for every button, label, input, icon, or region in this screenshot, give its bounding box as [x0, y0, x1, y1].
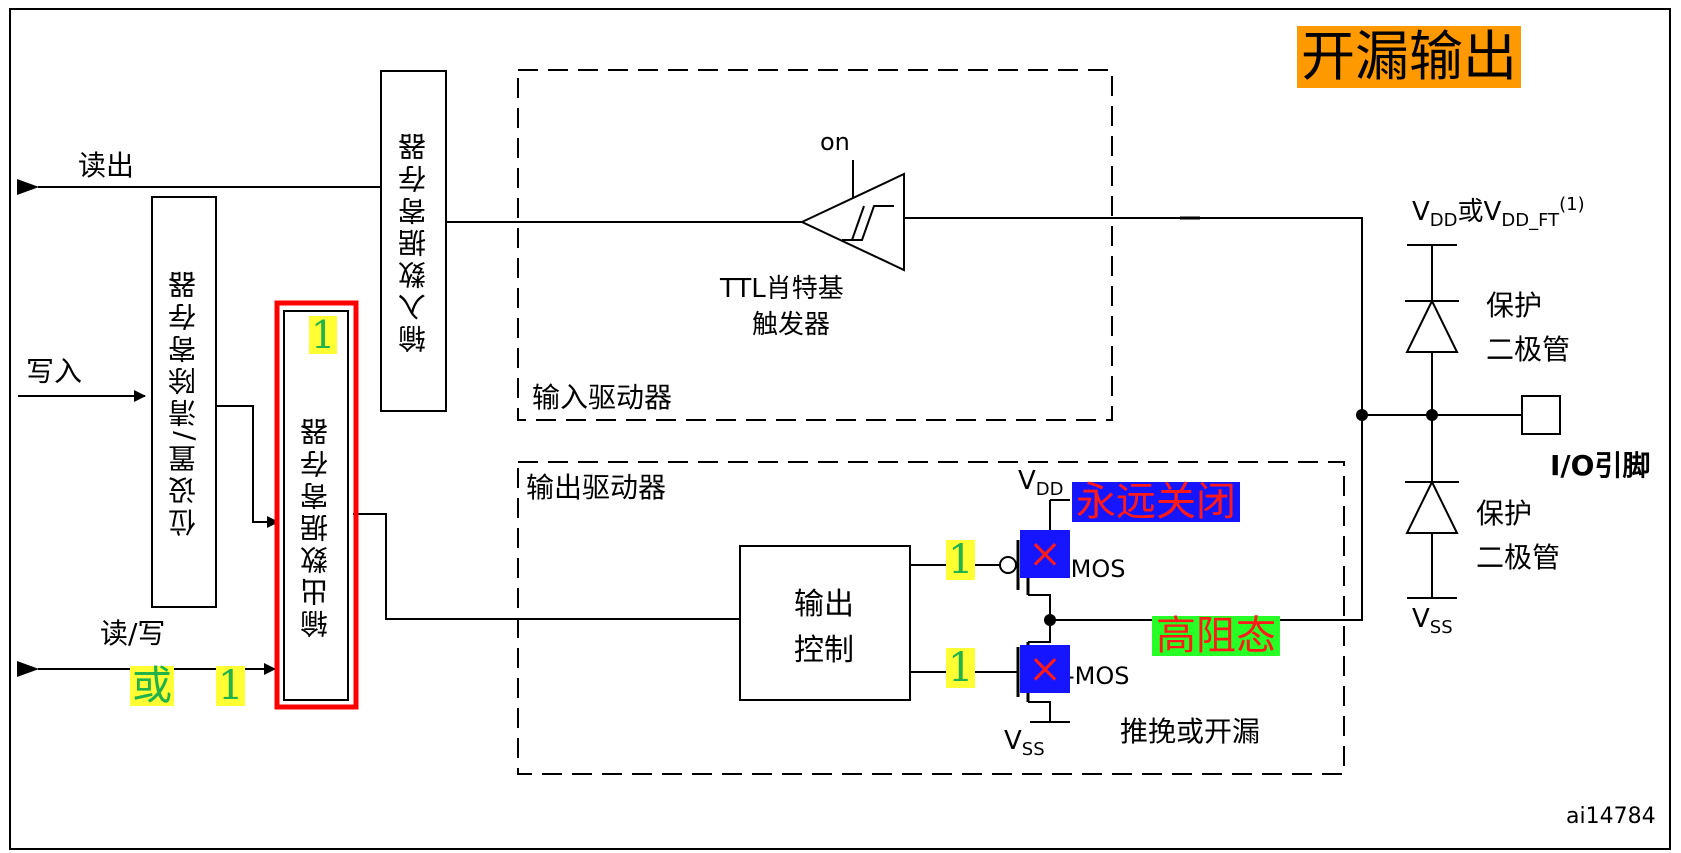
output-data-register: 输出数据寄存器 — [283, 310, 349, 701]
register-value-annotation: 1 — [309, 313, 338, 357]
always-off-annotation: 永远关闭 — [1072, 482, 1240, 522]
upper-diode-label-line2: 二极管 — [1486, 333, 1571, 366]
or-value-annotation: 1 — [216, 663, 246, 709]
read-write-label: 读/写 — [100, 617, 166, 650]
figure-frame — [9, 8, 1671, 850]
nmos-off-mark: × — [1020, 645, 1070, 693]
pmos-gate-value: 1 — [946, 537, 976, 583]
supply-label: VDD或VDD_FT(1) — [1412, 194, 1585, 231]
bit-set-clear-register: 位设置/清除寄存器 — [151, 196, 217, 608]
output-control-box — [739, 545, 911, 701]
read-out-label: 读出 — [78, 149, 135, 182]
lower-diode-label-line1: 保护 — [1476, 497, 1533, 530]
or-annotation: 或 — [130, 663, 174, 709]
nmos-gate-value: 1 — [946, 645, 976, 691]
io-pin-label: I/O引脚 — [1550, 449, 1651, 482]
page-title: 开漏输出 — [1297, 26, 1521, 88]
output-control-line2: 控制 — [794, 633, 854, 668]
figure-id: ai14784 — [1566, 804, 1656, 829]
output-driver-label: 输出驱动器 — [526, 471, 667, 504]
trigger-label-line2: 触发器 — [752, 310, 831, 340]
input-data-register: 输入数据寄存器 — [380, 70, 447, 412]
input-driver-box — [517, 69, 1113, 421]
output-register-highlight — [274, 300, 359, 710]
high-impedance-annotation: 高阻态 — [1152, 616, 1280, 656]
input-driver-label: 输入驱动器 — [532, 381, 673, 414]
nmos-vss-label: VSS — [1004, 726, 1045, 760]
lower-diode-label-line2: 二极管 — [1476, 541, 1561, 574]
upper-diode-label-line1: 保护 — [1486, 289, 1543, 322]
pmos-vdd-label: VDD — [1018, 466, 1064, 500]
trigger-on-label: on — [820, 128, 850, 156]
pmos-off-mark: × — [1020, 530, 1070, 578]
write-in-label: 写入 — [26, 355, 83, 388]
output-control-line1: 输出 — [794, 587, 854, 622]
protection-vss-label: VSS — [1412, 604, 1453, 638]
io-pin-pad — [1521, 395, 1561, 435]
trigger-label-line1: TTL肖特基 — [720, 274, 844, 304]
output-mode-label: 推挽或开漏 — [1120, 715, 1261, 748]
